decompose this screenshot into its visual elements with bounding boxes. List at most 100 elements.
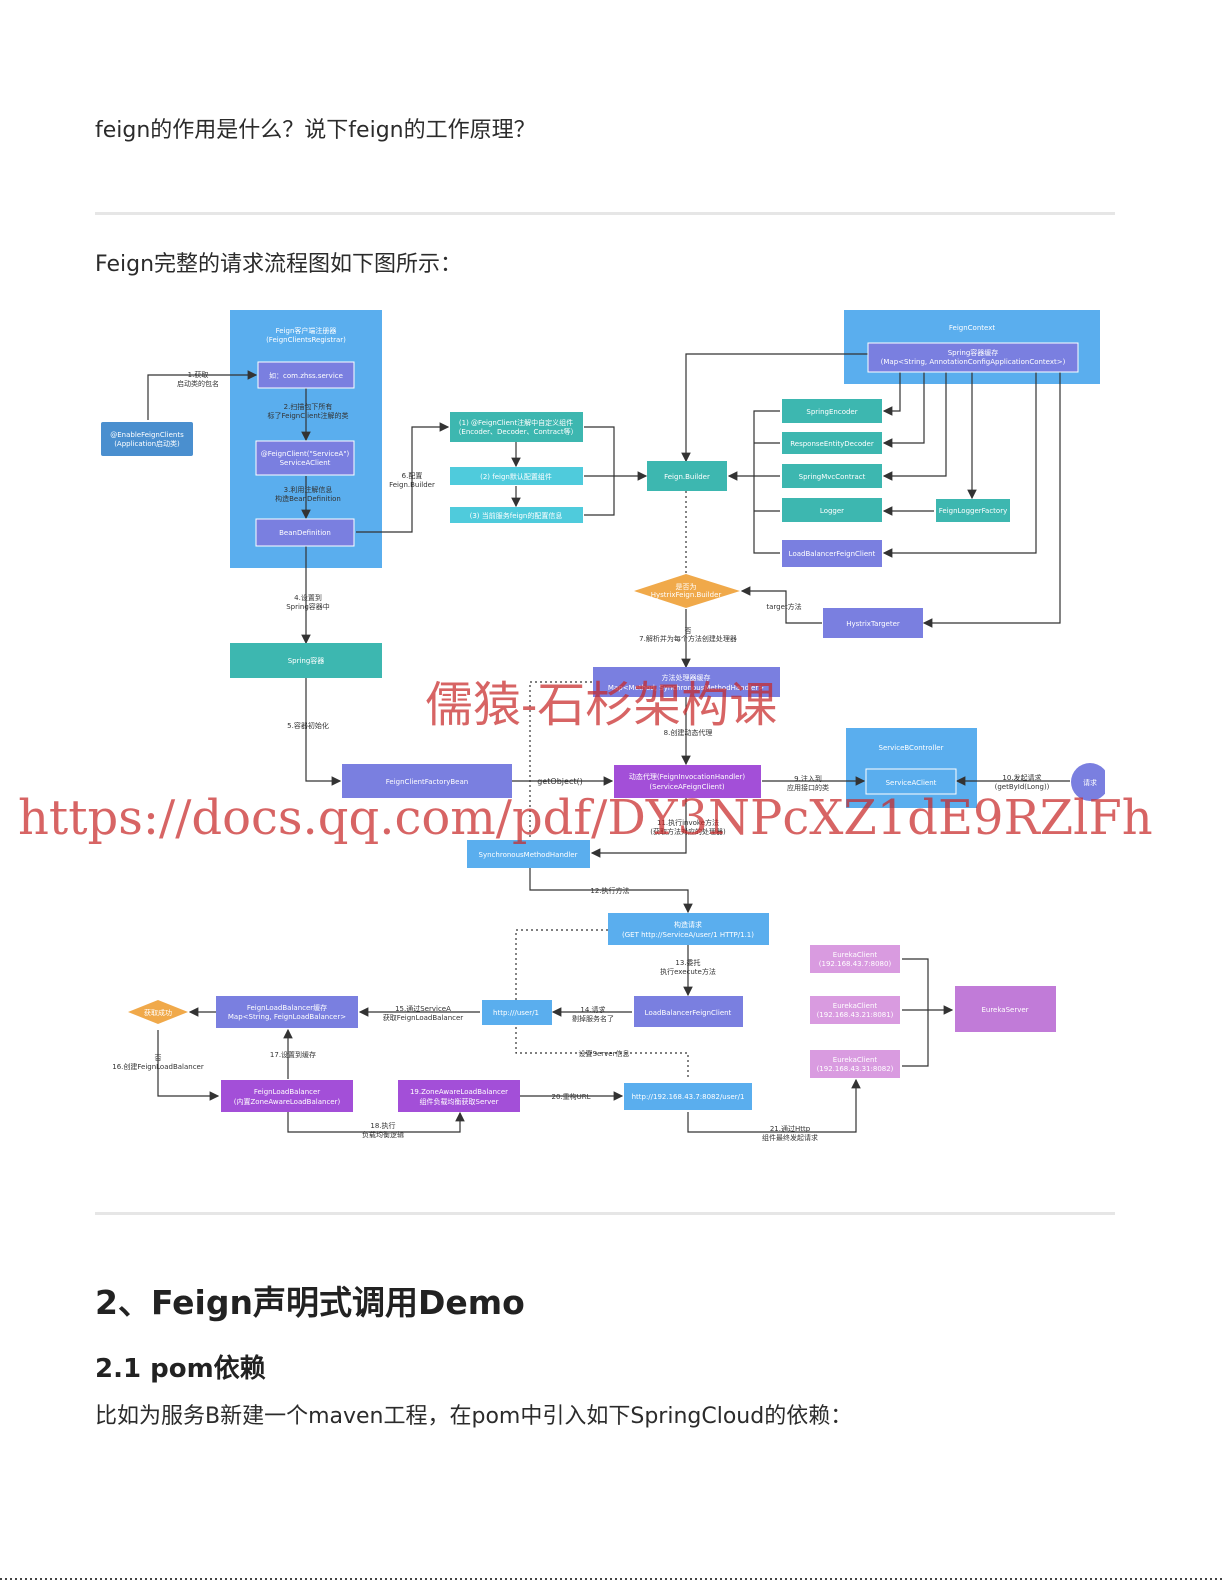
beandefinition-label: BeanDefinition (279, 529, 331, 537)
aclient-label: ServiceAClient (886, 779, 937, 787)
feign-builder-node (647, 461, 727, 491)
beandefinition-node (255, 518, 355, 547)
step18-sublabel: 负载均衡逻辑 (362, 1130, 404, 1139)
method-map-sublabel: Map<Method, SynchronousMethodHandler> (608, 684, 764, 692)
encoder-label: SpringEncoder (806, 408, 857, 416)
bcontroller-label: ServiceBController (879, 744, 944, 752)
context-title: FeignContext (949, 324, 995, 332)
step13-label: 13.委托 (675, 958, 700, 967)
feignclient-annotation-node (255, 440, 355, 476)
step6-sublabel: Feign.Builder (389, 481, 435, 489)
lb-cache-label: FeignLoadBalancer缓存 (247, 1003, 327, 1012)
step21-label: 21.通过Http (770, 1124, 811, 1133)
service-config-label: (3) 当前服务feign的配置信息 (470, 511, 563, 520)
paragraph-text: 比如为服务B新建一个maven工程，在pom中引入如下SpringCloud的依… (95, 1404, 853, 1429)
feignclient-sublabel: ServiceAClient (280, 459, 331, 467)
eureka-client-3-node (810, 1050, 900, 1078)
package-label: 如：com.zhss.service (269, 371, 343, 380)
get-success-diamond (128, 1000, 188, 1024)
divider (95, 212, 1115, 215)
feign-builder-label: Feign.Builder (664, 473, 710, 481)
context-map-sublabel: (Map<String, AnnotationConfigApplication… (881, 358, 1066, 366)
contract-node (782, 464, 882, 488)
final-url-label: http://192.168.43.7:8082/user/1 (632, 1093, 745, 1101)
service-config-node (450, 507, 583, 523)
step9-sublabel: 应用接口的类 (787, 783, 829, 792)
no2-label: 否 (155, 1054, 162, 1062)
step15-sublabel: 获取FeignLoadBalancer (383, 1013, 463, 1022)
zone-lb-label: 19.ZoneAwareLoadBalancer (410, 1088, 508, 1096)
subsection-title: 2.1 pom依赖 (95, 1354, 266, 1384)
proxy-sublabel: (ServiceAFeignClient) (649, 783, 724, 791)
method-map-label: 方法处理器缓存 (662, 673, 711, 682)
default-config-node (450, 467, 583, 485)
step13-sublabel: 执行execute方法 (660, 967, 716, 976)
step10-sublabel: (getById(Long)) (995, 783, 1050, 791)
eureka2-label: EurekaClient (833, 1002, 878, 1010)
build-request-node (608, 913, 769, 945)
step14-label: 14.请求 (580, 1005, 605, 1014)
uri-label: http:///user/1 (493, 1009, 539, 1017)
watermark-url: https://docs.qq.com/pdf/DY3NPcXZ1dE9RZlF… (18, 790, 1153, 846)
logger-node (782, 498, 882, 522)
factorybean-label: FeignClientFactoryBean (386, 778, 468, 786)
smh-label: SynchronousMethodHandler (479, 851, 578, 859)
lb-feign-client-exec-node (634, 996, 743, 1027)
custom-components-node (450, 412, 583, 442)
build-request-sublabel: (GET http://ServiceA/user/1 HTTP/1.1) (622, 931, 754, 939)
lb-cache-node (216, 996, 358, 1028)
proxy-label: 动态代理(FeignInvocationHandler) (629, 772, 746, 781)
step7-label: 7.解析并为每个方法创建处理器 (639, 634, 737, 643)
eureka-client-1-node (810, 945, 900, 973)
step3-label: 3.利用注解信息 (284, 485, 333, 494)
contract-label: SpringMvcContract (799, 473, 866, 481)
dynamic-proxy-node (614, 765, 761, 798)
step21-sublabel: 组件最终发起请求 (762, 1133, 818, 1142)
feign-lb-node (221, 1080, 353, 1112)
feign-flow-diagram: Feign客户端注册器 (FeignClientsRegistrar) 如：co… (101, 310, 1105, 1142)
custom-components-label: (1) @FeignClient注解中自定义组件 (459, 418, 573, 427)
uri-node (482, 1000, 552, 1025)
diamond-label: 是否为 (676, 582, 697, 591)
step2-label: 2.扫描包下所有 (284, 402, 333, 411)
registrar-subtitle: (FeignClientsRegistrar) (266, 336, 346, 344)
step1-label: 1.获取 (188, 370, 209, 379)
default-config-label: (2) feign默认配置组件 (480, 472, 552, 481)
step12-label: 12.执行方法 (590, 886, 629, 895)
step11-sublabel: (获取方法对应的处理器) (650, 827, 726, 836)
eureka-server-node (955, 986, 1056, 1032)
question-text: feign的作用是什么？说下feign的工作原理？ (95, 118, 536, 143)
enable-label: @EnableFeignClients (110, 431, 184, 439)
eureka-client-2-node (810, 996, 900, 1024)
step2-sublabel: 标了FeignClient注解的类 (267, 411, 348, 420)
spring-container-node (230, 643, 382, 678)
step18-label: 18.执行 (370, 1121, 395, 1130)
decoder-label: ResponseEntityDecoder (790, 440, 874, 448)
getobject-label: getObject() (537, 777, 582, 786)
eureka1-sublabel: (192.168.43.7:8080) (819, 960, 892, 968)
step9-label: 9.注入到 (794, 774, 822, 783)
step14-sublabel: 剔掉服务名了 (572, 1014, 614, 1023)
eureka2-sublabel: (192.168.43.21:8081) (817, 1011, 894, 1019)
registrar-title: Feign客户端注册器 (276, 326, 337, 335)
factorybean-node (342, 764, 512, 798)
service-a-client-node (865, 768, 957, 795)
target-label: target方法 (766, 602, 801, 611)
zone-aware-lb-node (398, 1080, 520, 1112)
step1-sublabel: 启动类的包名 (177, 379, 219, 388)
diagram-nodes (101, 342, 1105, 1112)
lb-feign-client-node (782, 540, 882, 567)
package-node (257, 361, 355, 389)
decoder-node (782, 432, 882, 454)
enable-sublabel: (Application启动类) (114, 439, 180, 448)
step4-sublabel: Spring容器中 (286, 602, 330, 611)
feign-lb-sublabel: (内置ZoneAwareLoadBalancer) (234, 1097, 341, 1106)
spring-encoder-node (782, 399, 882, 423)
lb-client-label: LoadBalancerFeignClient (789, 550, 876, 558)
step10-label: 10.发起请求 (1002, 773, 1041, 782)
lbfc-label: LoadBalancerFeignClient (645, 1009, 732, 1017)
enable-feign-clients-node (101, 422, 193, 456)
context-map-node (867, 342, 1079, 373)
eureka1-label: EurekaClient (833, 951, 878, 959)
eureka-server-label: EurekaServer (981, 1006, 1028, 1014)
